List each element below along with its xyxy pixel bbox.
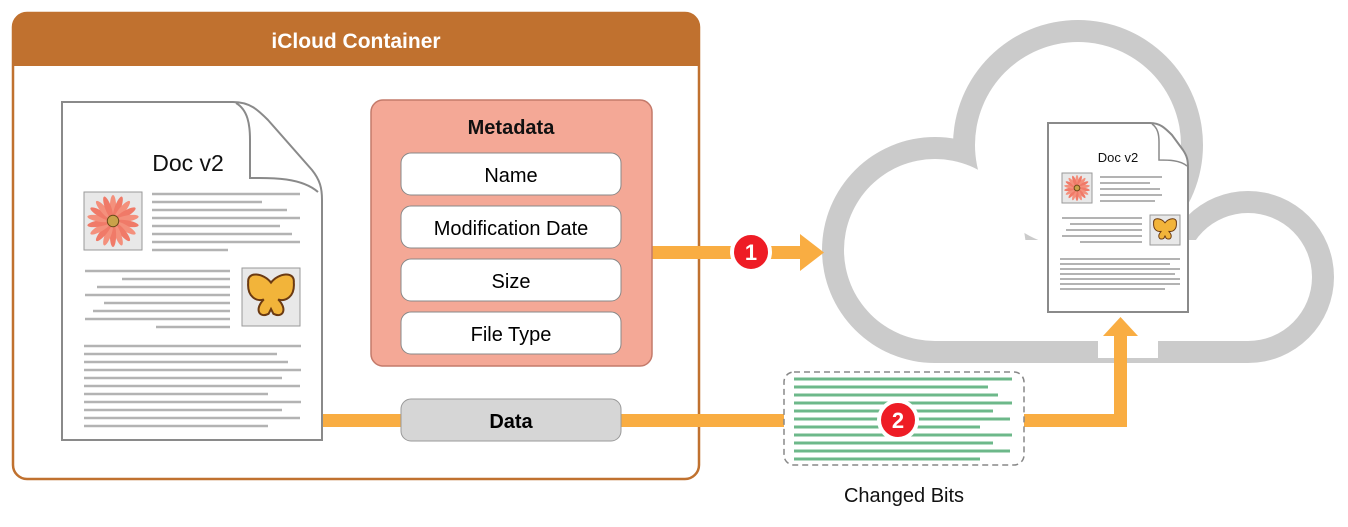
- step-badge-1: 1: [730, 231, 772, 273]
- metadata-field-file-type: File Type: [400, 311, 622, 355]
- svg-text:Name: Name: [484, 165, 537, 187]
- arrow-up-icon: [1103, 317, 1138, 336]
- doc-title: Doc v2: [152, 150, 224, 176]
- container-title: iCloud Container: [271, 30, 440, 53]
- cloud-document: Doc v2: [1047, 122, 1189, 313]
- svg-text:Size: Size: [492, 271, 531, 293]
- svg-text:File Type: File Type: [471, 324, 552, 346]
- arrow-right-icon: [800, 234, 824, 271]
- metadata-panel: Metadata Name Modification Date Size Fil…: [370, 99, 653, 367]
- svg-text:1: 1: [745, 240, 757, 265]
- local-document: Doc v2: [61, 101, 323, 441]
- flower-image: [83, 191, 143, 251]
- svg-text:2: 2: [892, 408, 904, 433]
- cloud-doc-title: Doc v2: [1098, 150, 1138, 165]
- changed-bits-label: Changed Bits: [844, 485, 964, 507]
- metadata-field-modification-date: Modification Date: [400, 205, 622, 249]
- svg-text:Modification Date: Modification Date: [434, 218, 589, 240]
- flower-image: [1061, 172, 1093, 204]
- metadata-field-name: Name: [400, 152, 622, 196]
- butterfly-image: [1149, 214, 1181, 246]
- butterfly-image: [241, 267, 301, 327]
- step-badge-2: 2: [877, 399, 919, 441]
- metadata-field-size: Size: [400, 258, 622, 302]
- svg-text:Data: Data: [489, 411, 533, 433]
- metadata-title: Metadata: [468, 117, 556, 139]
- data-block: Data: [400, 398, 622, 442]
